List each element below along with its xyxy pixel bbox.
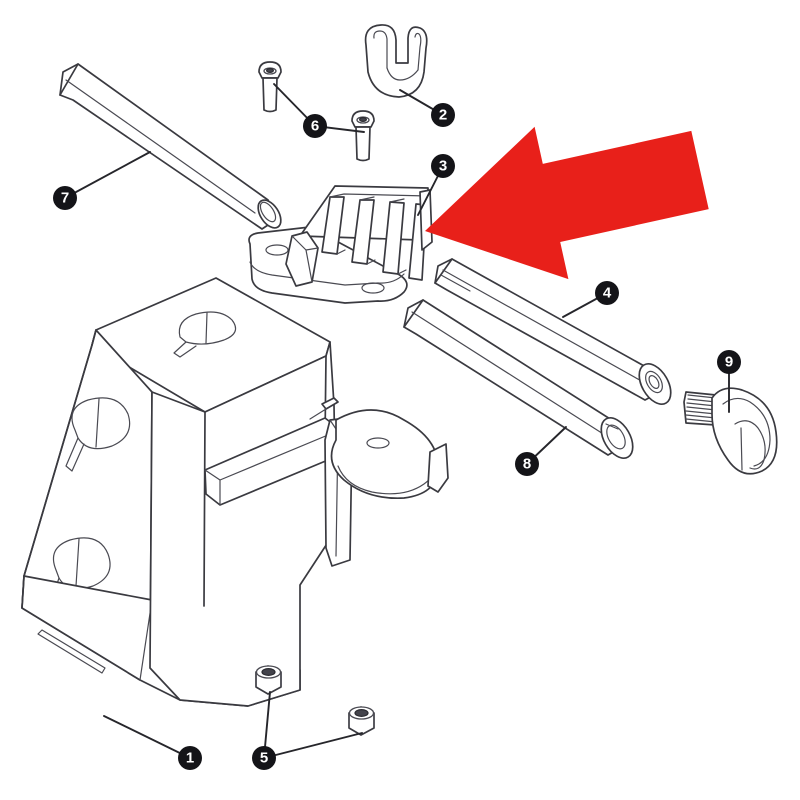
- callout-7[interactable]: 7: [53, 186, 77, 210]
- callout-6-disc[interactable]: [303, 114, 327, 138]
- callout-4[interactable]: 4: [595, 281, 619, 305]
- part-saddle-clamp: [248, 185, 433, 304]
- callout-5-disc[interactable]: [252, 746, 276, 770]
- part-hex-lock-nut-right: [348, 706, 375, 736]
- part-roller-tube-lower: [403, 299, 634, 459]
- part-main-bracket: [21, 277, 449, 707]
- part-roller-tube-upper: [434, 258, 672, 405]
- part-hand-knob-screw: [683, 387, 778, 475]
- callout-5[interactable]: 5: [252, 746, 276, 770]
- callout-3[interactable]: 3: [431, 154, 455, 178]
- callout-9[interactable]: 9: [717, 350, 741, 374]
- red-highlight-arrow: [425, 126, 709, 280]
- callout-9-disc[interactable]: [717, 350, 741, 374]
- callout-3-disc[interactable]: [431, 154, 455, 178]
- part-handle-tube: [59, 63, 282, 230]
- callout-4-disc[interactable]: [595, 281, 619, 305]
- part-u-clip: [364, 24, 428, 98]
- callout-2[interactable]: 2: [431, 103, 455, 127]
- part-button-head-screw-right: [351, 110, 375, 162]
- callout-7-disc[interactable]: [53, 186, 77, 210]
- part-hex-lock-nut-left: [255, 665, 282, 695]
- part-button-head-screw-left: [258, 61, 282, 113]
- callout-6[interactable]: 6: [303, 114, 327, 138]
- callout-8-disc[interactable]: [515, 452, 539, 476]
- callout-2-disc[interactable]: [431, 103, 455, 127]
- callout-1-disc[interactable]: [178, 746, 202, 770]
- callout-8[interactable]: 8: [515, 452, 539, 476]
- callout-1[interactable]: 1: [178, 746, 202, 770]
